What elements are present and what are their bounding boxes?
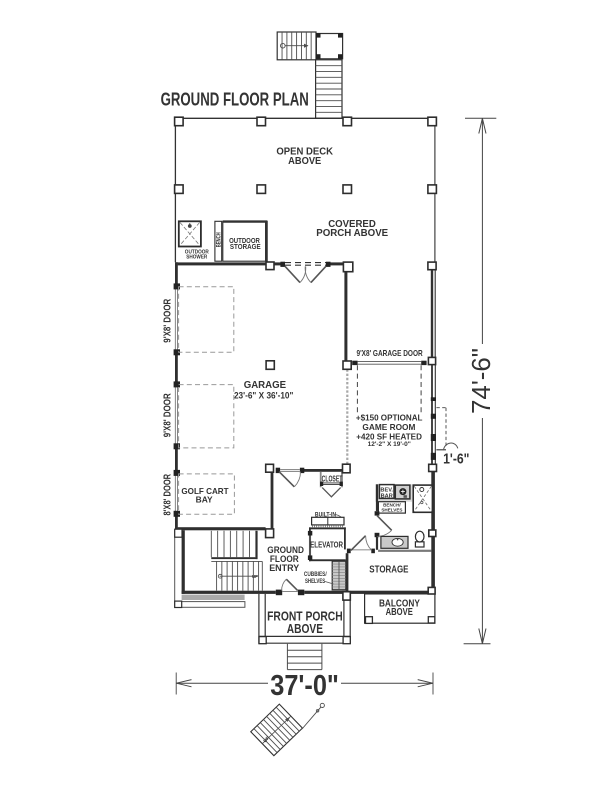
- svg-text:FRONT PORCH: FRONT PORCH: [267, 610, 343, 624]
- svg-text:OUTDOOR: OUTDOOR: [229, 236, 260, 245]
- svg-text:BEV.: BEV.: [380, 487, 393, 493]
- svg-text:BALCONY: BALCONY: [379, 598, 420, 609]
- svg-text:STORAGE: STORAGE: [369, 565, 409, 576]
- svg-text:STORAGE: STORAGE: [230, 242, 261, 251]
- svg-text:37'-0": 37'-0": [270, 670, 339, 702]
- svg-text:UP: UP: [252, 574, 258, 579]
- svg-text:BUILT-IN: BUILT-IN: [315, 512, 336, 519]
- svg-text:12'-2" X 19'-0": 12'-2" X 19'-0": [368, 441, 411, 448]
- svg-text:COVERED: COVERED: [328, 219, 376, 230]
- svg-text:BAR: BAR: [381, 493, 393, 499]
- svg-text:ABOVE: ABOVE: [386, 607, 413, 618]
- svg-text:8'X8' DOOR: 8'X8' DOOR: [162, 474, 173, 516]
- svg-text:9'X8' DOOR: 9'X8' DOOR: [162, 299, 173, 343]
- svg-text:UP: UP: [262, 735, 270, 743]
- svg-text:CLOSET: CLOSET: [322, 474, 343, 483]
- svg-text:ELEVATOR: ELEVATOR: [310, 539, 343, 549]
- svg-text:BENCH/: BENCH/: [383, 503, 401, 508]
- svg-text:BENCH: BENCH: [216, 232, 222, 247]
- svg-text:GROUND: GROUND: [267, 545, 304, 555]
- svg-text:GARAGE: GARAGE: [244, 380, 287, 391]
- svg-text:BAY: BAY: [196, 495, 214, 504]
- svg-text:1'-6": 1'-6": [443, 451, 469, 468]
- svg-text:SHELVES: SHELVES: [381, 508, 402, 513]
- svg-text:OUTDOOR: OUTDOOR: [185, 249, 209, 255]
- svg-text:FLOOR: FLOOR: [270, 554, 299, 564]
- svg-text:GAME ROOM: GAME ROOM: [362, 422, 415, 432]
- svg-text:SHELVES: SHELVES: [305, 578, 326, 585]
- svg-text:+$150 OPTIONAL: +$150 OPTIONAL: [356, 412, 423, 422]
- svg-text:9'X8' DOOR: 9'X8' DOOR: [162, 393, 173, 437]
- svg-text:ENTRY: ENTRY: [269, 563, 299, 573]
- svg-text:PORCH ABOVE: PORCH ABOVE: [316, 228, 388, 239]
- svg-text:9'X8' GARAGE DOOR: 9'X8' GARAGE DOOR: [357, 349, 423, 358]
- svg-text:OPEN DECK: OPEN DECK: [276, 146, 333, 157]
- svg-text:ABOVE: ABOVE: [287, 622, 323, 636]
- svg-text:GROUND FLOOR PLAN: GROUND FLOOR PLAN: [161, 89, 309, 110]
- svg-text:CUBBIES/: CUBBIES/: [304, 571, 327, 578]
- svg-text:GOLF CART: GOLF CART: [181, 487, 228, 496]
- svg-text:23'-6" X 36'-10": 23'-6" X 36'-10": [234, 391, 294, 401]
- svg-text:SHOWER: SHOWER: [186, 254, 207, 260]
- svg-text:74'-6": 74'-6": [466, 348, 496, 414]
- svg-text:ABOVE: ABOVE: [288, 156, 322, 167]
- svg-text:+420 SF HEATED: +420 SF HEATED: [356, 431, 422, 441]
